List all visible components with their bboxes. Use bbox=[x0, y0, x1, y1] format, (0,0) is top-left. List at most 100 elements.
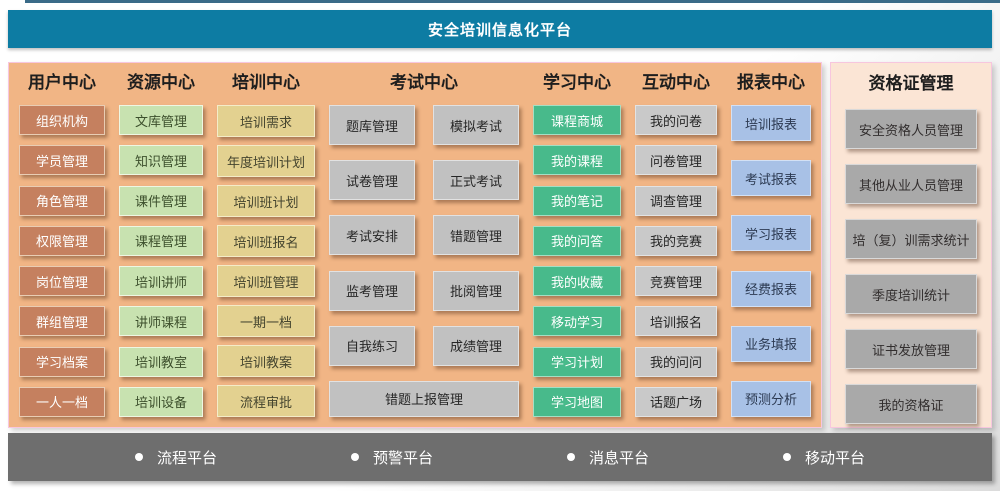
module-button[interactable]: 我的问问 bbox=[635, 346, 717, 377]
bullet-icon bbox=[134, 453, 143, 461]
column-report-center: 报表中心 培训报表 考试报表 学习报表 经费报表 业务填报 预测分析 bbox=[731, 69, 811, 427]
module-button[interactable]: 我的资格证 bbox=[845, 384, 977, 424]
module-button[interactable]: 我的问卷 bbox=[635, 105, 717, 135]
module-button[interactable]: 培训教案 bbox=[217, 345, 315, 377]
column-training-center: 培训中心 培训需求 年度培训计划 培训班计划 培训班报名 培训班管理 一期一档 … bbox=[217, 69, 315, 427]
module-button[interactable]: 安全资格人员管理 bbox=[845, 109, 977, 149]
column-title: 报表中心 bbox=[737, 73, 805, 93]
bullet-icon bbox=[566, 453, 575, 461]
module-button[interactable]: 一人一档 bbox=[19, 386, 105, 417]
module-button[interactable]: 培训教室 bbox=[119, 346, 203, 377]
module-button[interactable]: 培训班管理 bbox=[217, 265, 315, 297]
module-button[interactable]: 培训讲师 bbox=[119, 266, 203, 297]
column-buttons: 培训需求 年度培训计划 培训班计划 培训班报名 培训班管理 一期一档 培训教案 … bbox=[217, 105, 315, 417]
modules-panel: 用户中心 组织机构 学员管理 角色管理 权限管理 岗位管理 群组管理 学习档案 … bbox=[8, 62, 822, 428]
column-exam-center: 考试中心 题库管理 模拟考试 试卷管理 正式考试 考试安排 错题管理 监考管理 … bbox=[329, 69, 519, 427]
module-button[interactable]: 群组管理 bbox=[19, 306, 105, 337]
module-button[interactable]: 角色管理 bbox=[19, 185, 105, 216]
module-button[interactable]: 培（复）训需求统计 bbox=[845, 219, 977, 259]
module-button[interactable]: 岗位管理 bbox=[19, 266, 105, 297]
platform-title-bar: 安全培训信息化平台 bbox=[8, 10, 992, 48]
module-button[interactable]: 监考管理 bbox=[329, 270, 415, 311]
module-button[interactable]: 移动学习 bbox=[533, 306, 621, 337]
module-button[interactable]: 试卷管理 bbox=[329, 160, 415, 201]
platform-title: 安全培训信息化平台 bbox=[427, 20, 572, 39]
module-button[interactable]: 其他从业人员管理 bbox=[845, 164, 977, 204]
footer-platform-item[interactable]: 消息平台 bbox=[566, 447, 649, 468]
module-button[interactable]: 课程管理 bbox=[119, 225, 203, 256]
footer-platform-item[interactable]: 预警平台 bbox=[350, 447, 433, 468]
column-buttons: 我的问卷 问卷管理 调查管理 我的竞赛 竞赛管理 培训报名 我的问问 话题广场 bbox=[635, 105, 717, 417]
module-button[interactable]: 季度培训统计 bbox=[845, 274, 977, 314]
module-button[interactable]: 话题广场 bbox=[635, 386, 717, 417]
footer-platform-label: 消息平台 bbox=[588, 448, 649, 467]
module-button[interactable]: 年度培训计划 bbox=[217, 145, 315, 177]
qualification-buttons: 安全资格人员管理 其他从业人员管理 培（复）训需求统计 季度培训统计 证书发放管… bbox=[831, 109, 991, 424]
column-resource-center: 资源中心 文库管理 知识管理 课件管理 课程管理 培训讲师 讲师课程 培训教室 … bbox=[119, 69, 203, 427]
module-button[interactable]: 讲师课程 bbox=[119, 306, 203, 337]
module-button[interactable]: 批阅管理 bbox=[433, 270, 519, 311]
module-button[interactable]: 学习报表 bbox=[731, 215, 811, 252]
module-button[interactable]: 培训班报名 bbox=[217, 225, 315, 257]
footer-platform-item[interactable]: 移动平台 bbox=[782, 447, 865, 468]
module-button[interactable]: 经费报表 bbox=[731, 270, 811, 307]
module-button[interactable]: 正式考试 bbox=[433, 160, 519, 201]
module-button[interactable]: 错题管理 bbox=[433, 215, 519, 256]
module-button[interactable]: 竞赛管理 bbox=[635, 266, 717, 297]
footer-platform-label: 流程平台 bbox=[156, 448, 217, 467]
module-button[interactable]: 培训班计划 bbox=[217, 185, 315, 217]
module-button[interactable]: 组织机构 bbox=[19, 105, 105, 135]
footer-platform-label: 移动平台 bbox=[804, 448, 865, 467]
module-button[interactable]: 题库管理 bbox=[329, 105, 415, 145]
column-buttons: 培训报表 考试报表 学习报表 经费报表 业务填报 预测分析 bbox=[731, 105, 811, 417]
window-top-edge bbox=[25, 0, 1000, 3]
module-button[interactable]: 学习档案 bbox=[19, 346, 105, 377]
module-button[interactable]: 预测分析 bbox=[731, 380, 811, 417]
bullet-icon bbox=[782, 453, 791, 461]
module-button[interactable]: 证书发放管理 bbox=[845, 329, 977, 369]
qualification-panel-title: 资格证管理 bbox=[868, 74, 954, 94]
module-button[interactable]: 调查管理 bbox=[635, 185, 717, 216]
column-title: 考试中心 bbox=[390, 73, 458, 93]
column-title: 资源中心 bbox=[127, 73, 195, 93]
module-button[interactable]: 流程审批 bbox=[217, 385, 315, 417]
module-button[interactable]: 我的收藏 bbox=[533, 266, 621, 297]
module-button[interactable]: 培训报表 bbox=[731, 105, 811, 141]
module-button[interactable]: 培训报名 bbox=[635, 306, 717, 337]
module-button[interactable]: 模拟考试 bbox=[433, 105, 519, 145]
column-user-center: 用户中心 组织机构 学员管理 角色管理 权限管理 岗位管理 群组管理 学习档案 … bbox=[19, 69, 105, 427]
module-button[interactable]: 课程商城 bbox=[533, 105, 621, 135]
column-interaction-center: 互动中心 我的问卷 问卷管理 调查管理 我的竞赛 竞赛管理 培训报名 我的问问 … bbox=[635, 69, 717, 427]
module-button[interactable]: 权限管理 bbox=[19, 225, 105, 256]
column-buttons: 文库管理 知识管理 课件管理 课程管理 培训讲师 讲师课程 培训教室 培训设备 bbox=[119, 105, 203, 417]
module-button[interactable]: 问卷管理 bbox=[635, 145, 717, 176]
module-button[interactable]: 知识管理 bbox=[119, 145, 203, 176]
module-button[interactable]: 我的笔记 bbox=[533, 185, 621, 216]
column-buttons: 组织机构 学员管理 角色管理 权限管理 岗位管理 群组管理 学习档案 一人一档 bbox=[19, 105, 105, 417]
module-button[interactable]: 学习地图 bbox=[533, 386, 621, 417]
module-button[interactable]: 我的问答 bbox=[533, 225, 621, 256]
module-button[interactable]: 我的竞赛 bbox=[635, 225, 717, 256]
module-button[interactable]: 文库管理 bbox=[119, 105, 203, 135]
column-buttons: 课程商城 我的课程 我的笔记 我的问答 我的收藏 移动学习 学习计划 学习地图 bbox=[533, 105, 621, 417]
footer-platform-item[interactable]: 流程平台 bbox=[134, 447, 217, 468]
module-button[interactable]: 我的课程 bbox=[533, 145, 621, 176]
module-button[interactable]: 自我练习 bbox=[329, 325, 415, 366]
column-learning-center: 学习中心 课程商城 我的课程 我的笔记 我的问答 我的收藏 移动学习 学习计划 … bbox=[533, 69, 621, 427]
module-button[interactable]: 一期一档 bbox=[217, 305, 315, 337]
footer-platform-label: 预警平台 bbox=[372, 448, 433, 467]
module-button[interactable]: 业务填报 bbox=[731, 325, 811, 362]
module-button[interactable]: 学员管理 bbox=[19, 145, 105, 176]
column-title: 学习中心 bbox=[543, 73, 611, 93]
qualification-panel: 资格证管理 安全资格人员管理 其他从业人员管理 培（复）训需求统计 季度培训统计… bbox=[830, 62, 992, 428]
module-button[interactable]: 培训设备 bbox=[119, 386, 203, 417]
module-button[interactable]: 考试安排 bbox=[329, 215, 415, 256]
module-button[interactable]: 课件管理 bbox=[119, 185, 203, 216]
module-button[interactable]: 错题上报管理 bbox=[329, 380, 519, 417]
platform-footer: 流程平台 预警平台 消息平台 移动平台 bbox=[8, 433, 992, 481]
module-button[interactable]: 成绩管理 bbox=[433, 325, 519, 366]
module-button[interactable]: 学习计划 bbox=[533, 346, 621, 377]
bullet-icon bbox=[350, 453, 359, 461]
module-button[interactable]: 考试报表 bbox=[731, 160, 811, 197]
module-button[interactable]: 培训需求 bbox=[217, 105, 315, 137]
